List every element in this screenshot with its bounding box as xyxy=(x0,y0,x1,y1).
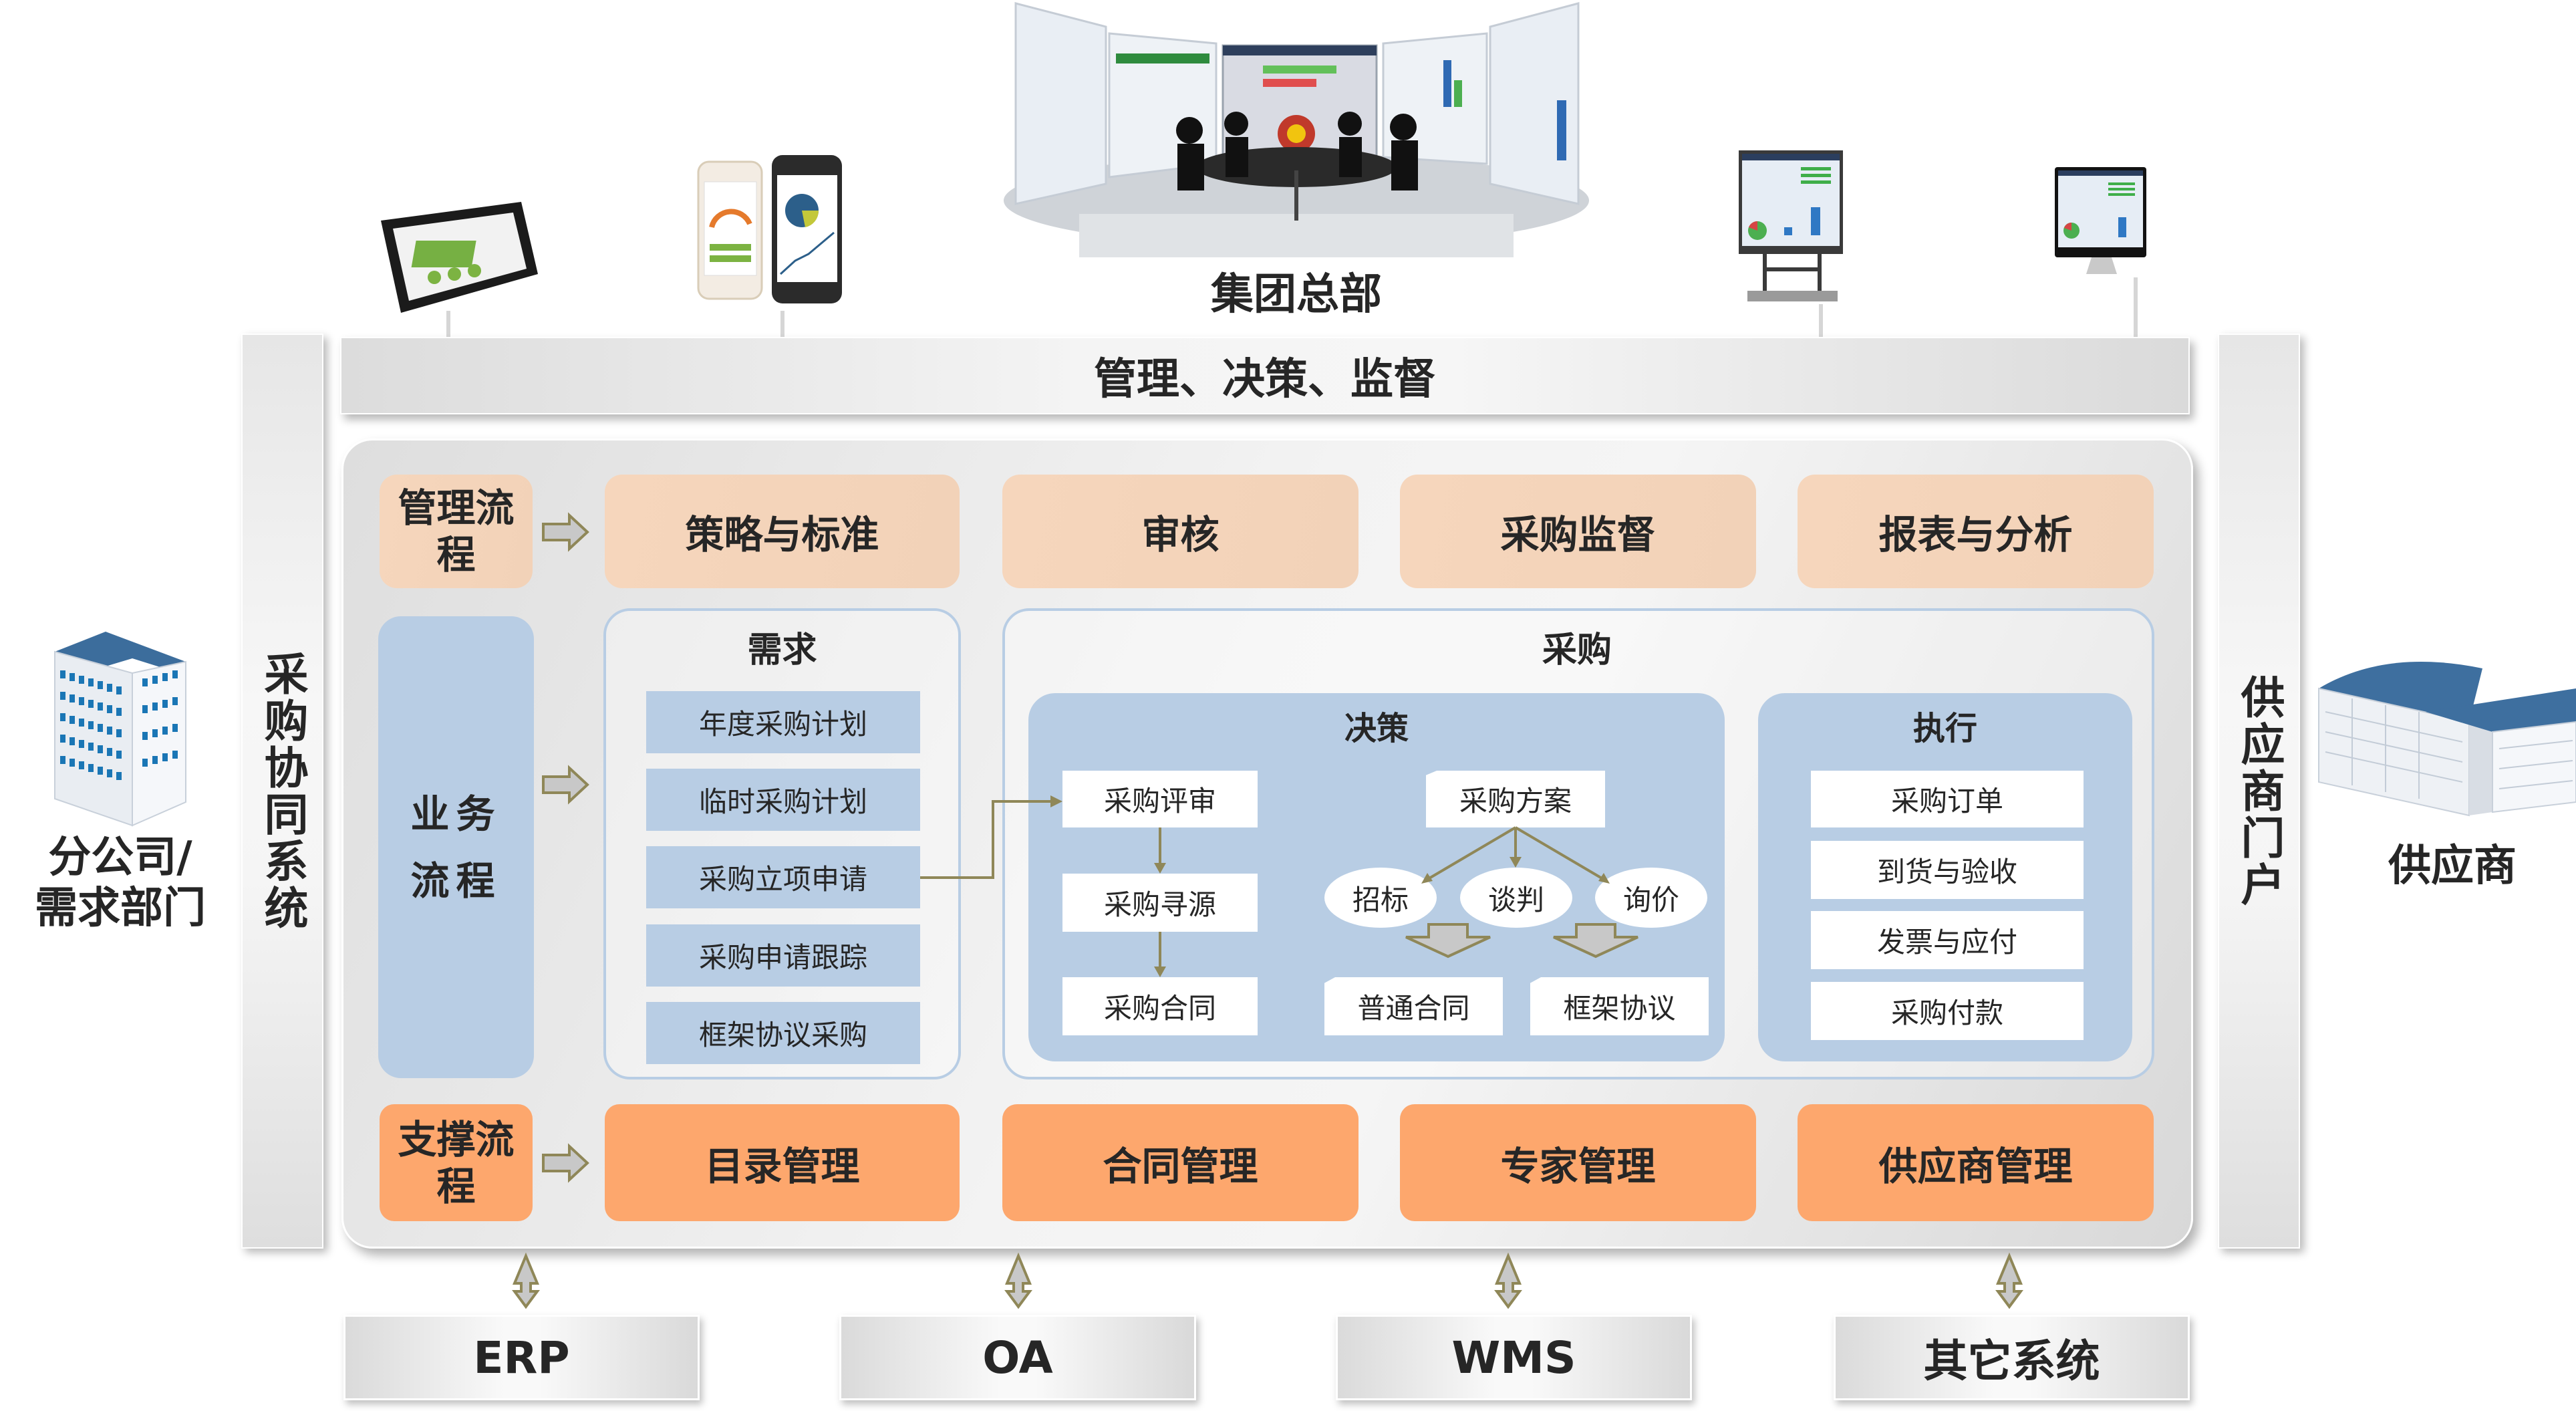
supplier-building-icon xyxy=(2318,662,2576,817)
hq-label: 集团总部 xyxy=(1211,270,1382,319)
wms-bidirectional-arrow-icon xyxy=(1494,1252,1522,1309)
phones-device xyxy=(695,154,849,314)
management-process-label: 管理流 程 xyxy=(380,475,533,588)
demand-box xyxy=(603,608,961,1079)
management-bar-label: 管理、决策、监督 xyxy=(1094,355,1436,404)
supplier-building xyxy=(2318,648,2576,817)
system-oa[interactable]: OA xyxy=(839,1315,1196,1400)
demand-title: 需求 xyxy=(747,630,817,670)
other-bidirectional-arrow-icon xyxy=(1995,1252,2023,1309)
management-process-line1: 管理流 xyxy=(398,485,515,531)
supplier-portal-sidebar: 供应商门户 xyxy=(2218,334,2300,1249)
decision-title: 决策 xyxy=(1344,710,1409,747)
supplier-label: 供应商 xyxy=(2388,842,2517,891)
method-tender[interactable]: 招标 xyxy=(1324,868,1437,928)
execution-item-invoice[interactable]: 发票与应付 xyxy=(1811,911,2084,969)
mgmt-item-strategy[interactable]: 策略与标准 xyxy=(605,475,960,588)
branch-label-line2: 需求部门 xyxy=(35,884,206,933)
system-erp[interactable]: ERP xyxy=(343,1315,700,1400)
decision-step-review[interactable]: 采购评审 xyxy=(1062,771,1258,827)
mgmt-item-supervision[interactable]: 采购监督 xyxy=(1400,475,1756,588)
office-building-icon xyxy=(54,632,186,827)
branch-building xyxy=(52,632,186,827)
demand-item-framework-purchase[interactable]: 框架协议采购 xyxy=(646,1002,920,1064)
support-item-expert[interactable]: 专家管理 xyxy=(1400,1104,1756,1221)
business-process-label: 业务 流程 xyxy=(378,616,534,1078)
procurement-system-label: 采购协同系统 xyxy=(257,650,309,932)
demand-item-temporary-plan[interactable]: 临时采购计划 xyxy=(646,769,920,831)
tablet-icon xyxy=(381,202,538,313)
support-process-line1: 支撑流 xyxy=(398,1116,515,1162)
control-room xyxy=(1002,0,1590,261)
control-room-icon xyxy=(1004,2,1589,257)
demand-item-request-tracking[interactable]: 采购申请跟踪 xyxy=(646,924,920,987)
mgmt-item-review[interactable]: 审核 xyxy=(1002,475,1358,588)
demand-item-annual-plan[interactable]: 年度采购计划 xyxy=(646,691,920,753)
contract-standard[interactable]: 普通合同 xyxy=(1324,977,1503,1035)
plan-to-tender-connector xyxy=(1423,826,1517,882)
branch-label: 分公司/ 需求部门 xyxy=(20,832,221,934)
execution-title: 执行 xyxy=(1912,710,1977,747)
oa-bidirectional-arrow-icon xyxy=(1004,1252,1032,1309)
support-item-catalog[interactable]: 目录管理 xyxy=(605,1104,960,1221)
procurement-title: 采购 xyxy=(1542,630,1612,670)
demand-to-review-connector xyxy=(920,800,1052,879)
execution-item-payment[interactable]: 采购付款 xyxy=(1811,982,2084,1040)
desktop-monitor-icon xyxy=(2055,167,2146,274)
management-bar: 管理、决策、监督 xyxy=(340,337,2190,414)
whiteboard-connector xyxy=(1819,304,1823,338)
system-other[interactable]: 其它系统 xyxy=(1834,1315,2190,1400)
support-process-label: 支撑流 程 xyxy=(380,1104,533,1221)
management-process-line2: 程 xyxy=(436,532,476,578)
management-row-arrow-icon xyxy=(542,512,589,552)
branch-label-line1: 分公司/ xyxy=(48,833,192,882)
monitor-connector xyxy=(2134,277,2138,338)
support-item-supplier[interactable]: 供应商管理 xyxy=(1798,1104,2154,1221)
execution-item-order[interactable]: 采购订单 xyxy=(1811,771,2084,827)
monitor-device xyxy=(2051,164,2152,277)
phones-connector xyxy=(780,311,784,338)
execution-item-receipt[interactable]: 到货与验收 xyxy=(1811,841,2084,899)
smartphones-icon xyxy=(697,155,842,303)
business-process-line1: 业务 xyxy=(410,791,502,837)
decision-step-sourcing[interactable]: 采购寻源 xyxy=(1062,874,1258,932)
erp-bidirectional-arrow-icon xyxy=(512,1252,540,1309)
tablet-connector xyxy=(446,311,450,338)
system-wms[interactable]: WMS xyxy=(1336,1315,1692,1400)
decision-step-contract[interactable]: 采购合同 xyxy=(1062,977,1258,1035)
plan-to-inquiry-connector xyxy=(1514,826,1608,882)
support-process-line2: 程 xyxy=(436,1163,476,1209)
method-negotiation[interactable]: 谈判 xyxy=(1460,868,1572,928)
contract-framework[interactable]: 框架协议 xyxy=(1530,977,1709,1035)
interactive-whiteboard-icon xyxy=(1739,150,1843,301)
business-row-arrow-icon xyxy=(542,765,589,805)
whiteboard-device xyxy=(1737,144,1858,314)
inquiry-to-framework-arrow-icon xyxy=(1553,923,1638,958)
method-inquiry[interactable]: 询价 xyxy=(1595,868,1707,928)
tablet-device xyxy=(361,194,541,314)
support-row-arrow-icon xyxy=(542,1143,589,1183)
procurement-system-sidebar: 采购协同系统 xyxy=(241,334,323,1249)
tender-to-contract-arrow-icon xyxy=(1405,923,1491,958)
supplier-portal-label: 供应商门户 xyxy=(2233,674,2285,908)
decision-plan[interactable]: 采购方案 xyxy=(1426,771,1605,827)
demand-item-project-request[interactable]: 采购立项申请 xyxy=(646,846,920,908)
mgmt-item-reports[interactable]: 报表与分析 xyxy=(1798,475,2154,588)
support-item-contract[interactable]: 合同管理 xyxy=(1002,1104,1358,1221)
business-process-line2: 流程 xyxy=(410,858,502,904)
